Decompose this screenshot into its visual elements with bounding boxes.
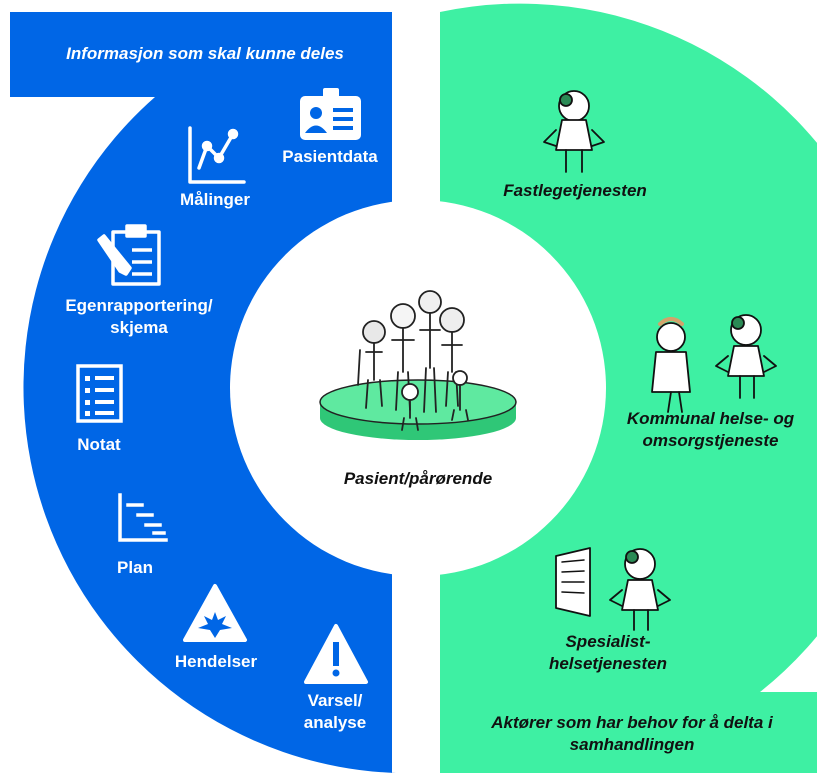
- spesialist-line-1: Spesialist-: [565, 632, 651, 651]
- left-header-title: Informasjon som skal kunne deles: [66, 44, 344, 63]
- alert-triangle-icon: [183, 584, 247, 642]
- malinger-label: Målinger: [180, 190, 250, 209]
- varsel-line-1: Varsel/: [307, 691, 363, 710]
- egenrapportering-line-1: Egenrapportering/: [65, 296, 213, 315]
- doctor-figure-icon: [543, 90, 605, 173]
- right-footer: Aktører som har behov for å delta i samh…: [452, 712, 812, 756]
- varsel-analyse-label: Varsel/ analyse: [280, 690, 390, 734]
- egenrapportering-line-2: skjema: [110, 318, 168, 337]
- plan-label: Plan: [117, 558, 153, 577]
- hendelser-label: Hendelser: [174, 652, 258, 671]
- center-label: Pasient/pårørende: [343, 469, 493, 488]
- spesialist-line-2: helsetjenesten: [548, 654, 668, 673]
- care-workers-icon: [651, 314, 777, 413]
- right-panel: [440, 3, 817, 773]
- document-list-icon: [76, 364, 123, 423]
- footer-line-1: Aktører som har behov for å delta i: [491, 713, 773, 732]
- line-graph-icon: [188, 126, 246, 184]
- hospital-doctor-icon: [555, 547, 671, 631]
- patient-group-illustration: [319, 290, 517, 440]
- warning-triangle-icon: [304, 624, 368, 684]
- egenrapportering-label: Egenrapportering/ skjema: [34, 295, 244, 339]
- pasientdata-label: Pasientdata: [282, 147, 378, 166]
- kommunal-line-2: omsorgstjeneste: [642, 431, 779, 450]
- left-panel: [10, 12, 396, 773]
- fastlege-label: Fastlegetjenesten: [503, 181, 647, 200]
- id-card-icon: [300, 88, 361, 140]
- clipboard-pencil-icon: [97, 224, 161, 286]
- spesialist-label: Spesialist- helsetjenesten: [528, 631, 688, 675]
- varsel-line-2: analyse: [303, 713, 367, 732]
- gantt-chart-icon: [118, 493, 168, 542]
- kommunal-label: Kommunal helse- og omsorgstjeneste: [608, 408, 813, 452]
- footer-line-2: samhandlingen: [569, 735, 695, 754]
- notat-label: Notat: [77, 435, 121, 454]
- kommunal-line-1: Kommunal helse- og: [626, 409, 795, 428]
